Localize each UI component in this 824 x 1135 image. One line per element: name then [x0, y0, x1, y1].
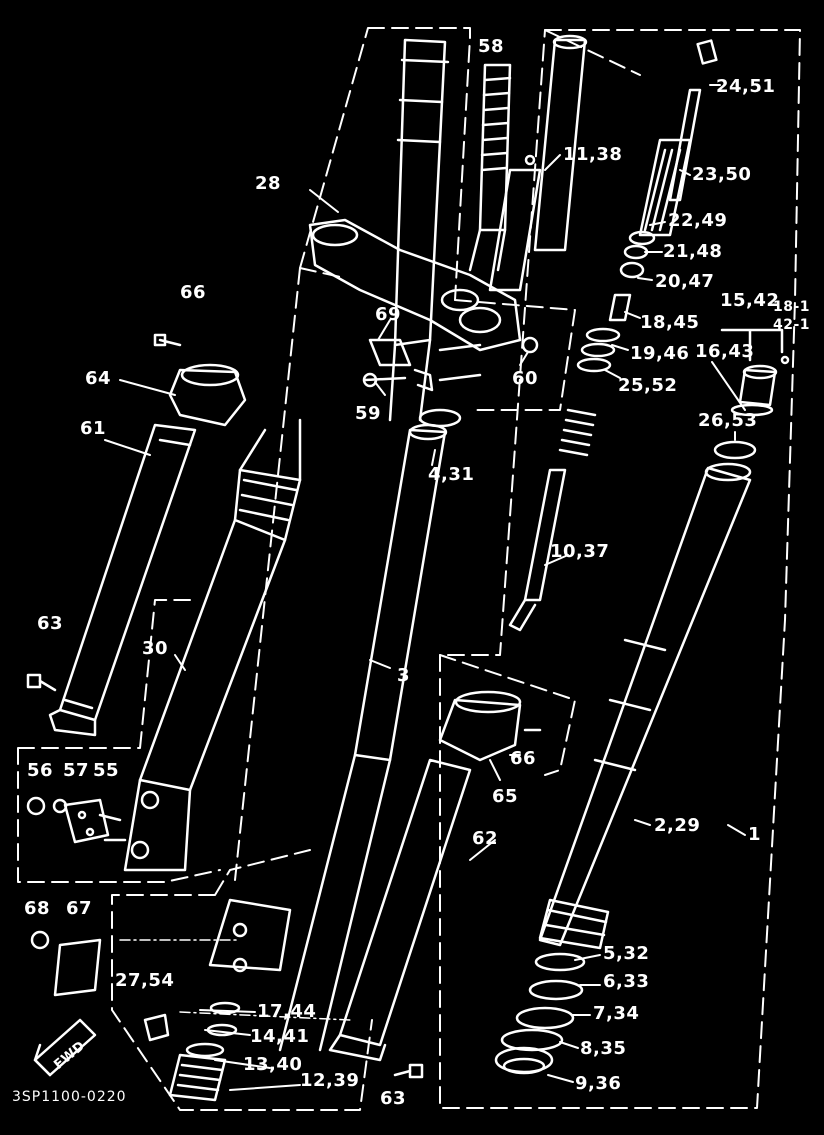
callout-1: 1 [748, 824, 762, 845]
callout-60: 60 [512, 368, 539, 389]
spring-25 [508, 408, 597, 632]
bolts-63 [26, 673, 424, 1079]
callout-23-50: 23,50 [692, 164, 752, 185]
fwd-arrow [33, 1018, 97, 1077]
axle-clamp-55 [26, 796, 110, 844]
callout-28: 28 [255, 173, 282, 194]
callout-64: 64 [85, 368, 112, 389]
callout-18-45: 18,45 [640, 312, 700, 333]
fork-bracket [308, 218, 522, 352]
callout-18-1: 18-1 [773, 299, 811, 315]
callout-3: 3 [397, 665, 411, 686]
callout-21-48: 21,48 [663, 241, 723, 262]
callout-10-37: 10,37 [550, 541, 610, 562]
callout-25-52: 25,52 [618, 375, 678, 396]
callout-12-39: 12,39 [300, 1070, 360, 1091]
callout-42-1: 42-1 [773, 317, 811, 333]
callout-5-32: 5,32 [603, 943, 650, 964]
callout-20-47: 20,47 [655, 271, 715, 292]
callout-59: 59 [355, 403, 382, 424]
callout-16-43: 16,43 [695, 341, 755, 362]
callout-58: 58 [478, 36, 505, 57]
part-27 [143, 1013, 170, 1042]
callout-66: 66 [180, 282, 207, 303]
callout-56: 56 [27, 760, 54, 781]
spring-58 [468, 63, 512, 272]
callout-67: 67 [66, 898, 93, 919]
callout-61: 61 [80, 418, 107, 439]
callout-27-54: 27,54 [115, 970, 175, 991]
callout-2-29: 2,29 [654, 815, 701, 836]
callout-leaders [104, 84, 746, 1091]
callout-26-53: 26,53 [698, 410, 758, 431]
small-parts-upper [576, 230, 656, 373]
callout-13-40: 13,40 [243, 1054, 303, 1075]
callout-30: 30 [142, 638, 169, 659]
callout-65: 65 [492, 786, 519, 807]
callout-62: 62 [472, 828, 499, 849]
callout-55: 55 [93, 760, 120, 781]
clamp-65 [438, 690, 542, 762]
callout-69: 69 [375, 304, 402, 325]
outer-tube-left [98, 38, 450, 872]
callout-15-42: 15,42 [720, 290, 780, 311]
callout-19-46: 19,46 [630, 343, 690, 364]
callout-57: 57 [63, 760, 90, 781]
fork-guard-61 [48, 423, 197, 737]
brake-hose-bracket [362, 336, 539, 392]
callout-63-upper: 63 [37, 613, 64, 634]
callout-17-44: 17,44 [257, 1001, 317, 1022]
caliper-guard-67 [30, 930, 102, 997]
damper-cartridge [488, 34, 588, 292]
callout-11-38: 11,38 [563, 144, 623, 165]
callout-4-31: 4,31 [428, 464, 475, 485]
inner-tube-center [278, 408, 462, 1052]
diagram-reference-code: 3SP1100-0220 [12, 1089, 127, 1105]
damper-rod [638, 39, 718, 237]
callout-22-49: 22,49 [668, 210, 728, 231]
callout-9-36: 9,36 [575, 1073, 622, 1094]
callout-63-lower: 63 [380, 1088, 407, 1109]
clamp-64 [153, 333, 247, 427]
lower-slider [168, 898, 292, 1102]
callout-68: 68 [24, 898, 51, 919]
callout-14-41: 14,41 [250, 1026, 310, 1047]
fork-guard-62 [328, 758, 472, 1062]
callout-6-33: 6,33 [603, 971, 650, 992]
seals-bushings [494, 952, 586, 1075]
callout-66-lower: 66 [510, 748, 537, 769]
fork-cap [713, 328, 790, 460]
inner-tube-right [538, 462, 752, 950]
callout-24-51: 24,51 [716, 76, 776, 97]
callout-8-35: 8,35 [580, 1038, 627, 1059]
callout-7-34: 7,34 [593, 1003, 640, 1024]
leader-lines [119, 939, 351, 1021]
